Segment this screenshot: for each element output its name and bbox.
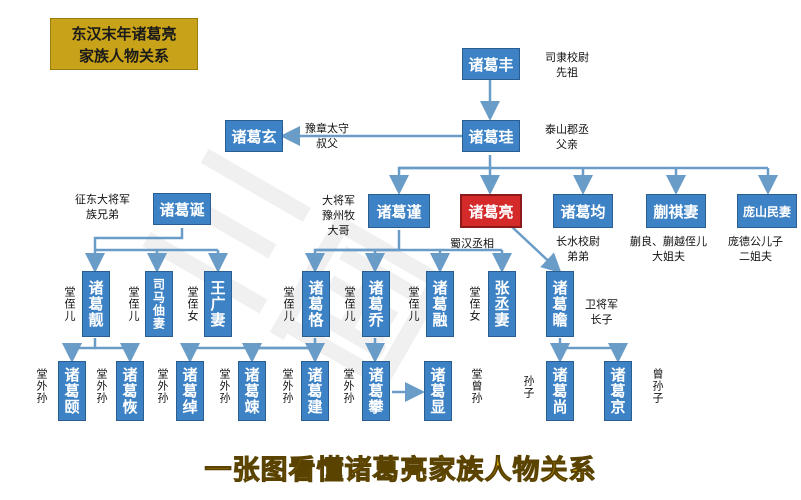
node-kuaiqi: 蒯祺妻	[646, 194, 706, 228]
note-wangguang: 堂侄女	[186, 286, 199, 322]
note-jun: 长水校尉 弟弟	[556, 235, 600, 263]
note-song: 堂外孙	[218, 368, 231, 404]
note-yi: 堂外孙	[35, 368, 48, 404]
note-jin: 大将军 豫州牧 大哥	[322, 194, 355, 237]
node-liang: 诸葛亮	[460, 194, 522, 228]
node-xian: 诸葛显	[424, 361, 452, 421]
note-pan: 堂外孙	[342, 368, 355, 404]
node-rong: 诸葛融	[426, 271, 454, 337]
node-yi: 诸葛颐	[58, 361, 86, 421]
note-xian: 堂曾孙	[470, 368, 483, 404]
note-jing2: 曾孙子	[651, 368, 664, 404]
note-liang: 蜀汉丞相	[450, 237, 494, 250]
footer-banner: 一张图看懂诸葛亮家族人物关系	[204, 455, 597, 487]
node-song: 诸葛竦	[238, 361, 266, 421]
note-kuaiqi: 蒯良、蒯越侄儿 大姐夫	[630, 235, 707, 263]
node-qiao: 诸葛乔	[362, 271, 390, 337]
note-dan: 征东大将军 族兄弟	[75, 193, 130, 221]
node-feng: 诸葛丰	[462, 48, 520, 80]
note-qiao: 堂侄儿	[343, 286, 356, 322]
node-ke: 诸葛恪	[302, 271, 330, 337]
note-hui: 堂外孙	[95, 368, 108, 404]
note-chuo: 堂外孙	[156, 368, 169, 404]
node-simazhou: 司马伷妻	[145, 271, 173, 337]
node-zhan: 诸葛瞻	[546, 271, 574, 337]
note-jing: 堂侄儿	[63, 286, 76, 322]
node-hui: 诸葛恢	[116, 361, 144, 421]
node-gui: 诸葛珪	[462, 120, 520, 152]
note-pangshan: 庞德公儿子 二姐夫	[728, 235, 783, 263]
note-rong: 堂侄儿	[407, 286, 420, 322]
node-jing2: 诸葛京	[604, 361, 632, 421]
note-shang: 孙子	[522, 375, 535, 399]
node-jian: 诸葛建	[301, 361, 329, 421]
note-zhan: 卫将军 长子	[585, 298, 618, 326]
note-zhangcheng: 堂侄女	[468, 286, 481, 322]
node-shang: 诸葛尚	[546, 361, 574, 421]
node-chuo: 诸葛绰	[176, 361, 204, 421]
node-jun: 诸葛均	[553, 194, 613, 228]
node-pan: 诸葛攀	[362, 361, 390, 421]
node-jing: 诸葛靓	[82, 271, 110, 337]
diagram-title: 东汉末年诸葛亮 家族人物关系	[50, 18, 198, 70]
note-jian: 堂外孙	[281, 368, 294, 404]
note-simazhou: 堂侄儿	[127, 286, 140, 322]
note-gui: 泰山郡丞 父亲	[545, 123, 589, 151]
note-xuan: 豫章太守 叔父	[305, 122, 349, 150]
node-jin: 诸葛谨	[368, 194, 430, 228]
node-dan: 诸葛诞	[153, 193, 211, 225]
note-feng: 司隶校尉 先祖	[545, 51, 589, 79]
diagram-title-line1: 东汉末年诸葛亮	[71, 25, 177, 43]
node-pangshan: 庞山民妻	[737, 194, 797, 228]
node-zhangcheng: 张丞妻	[488, 271, 516, 337]
node-xuan: 诸葛玄	[225, 120, 283, 152]
node-wangguang: 王广妻	[204, 271, 232, 337]
note-ke: 堂侄儿	[282, 286, 295, 322]
diagram-title-line2: 家族人物关系	[78, 47, 169, 65]
